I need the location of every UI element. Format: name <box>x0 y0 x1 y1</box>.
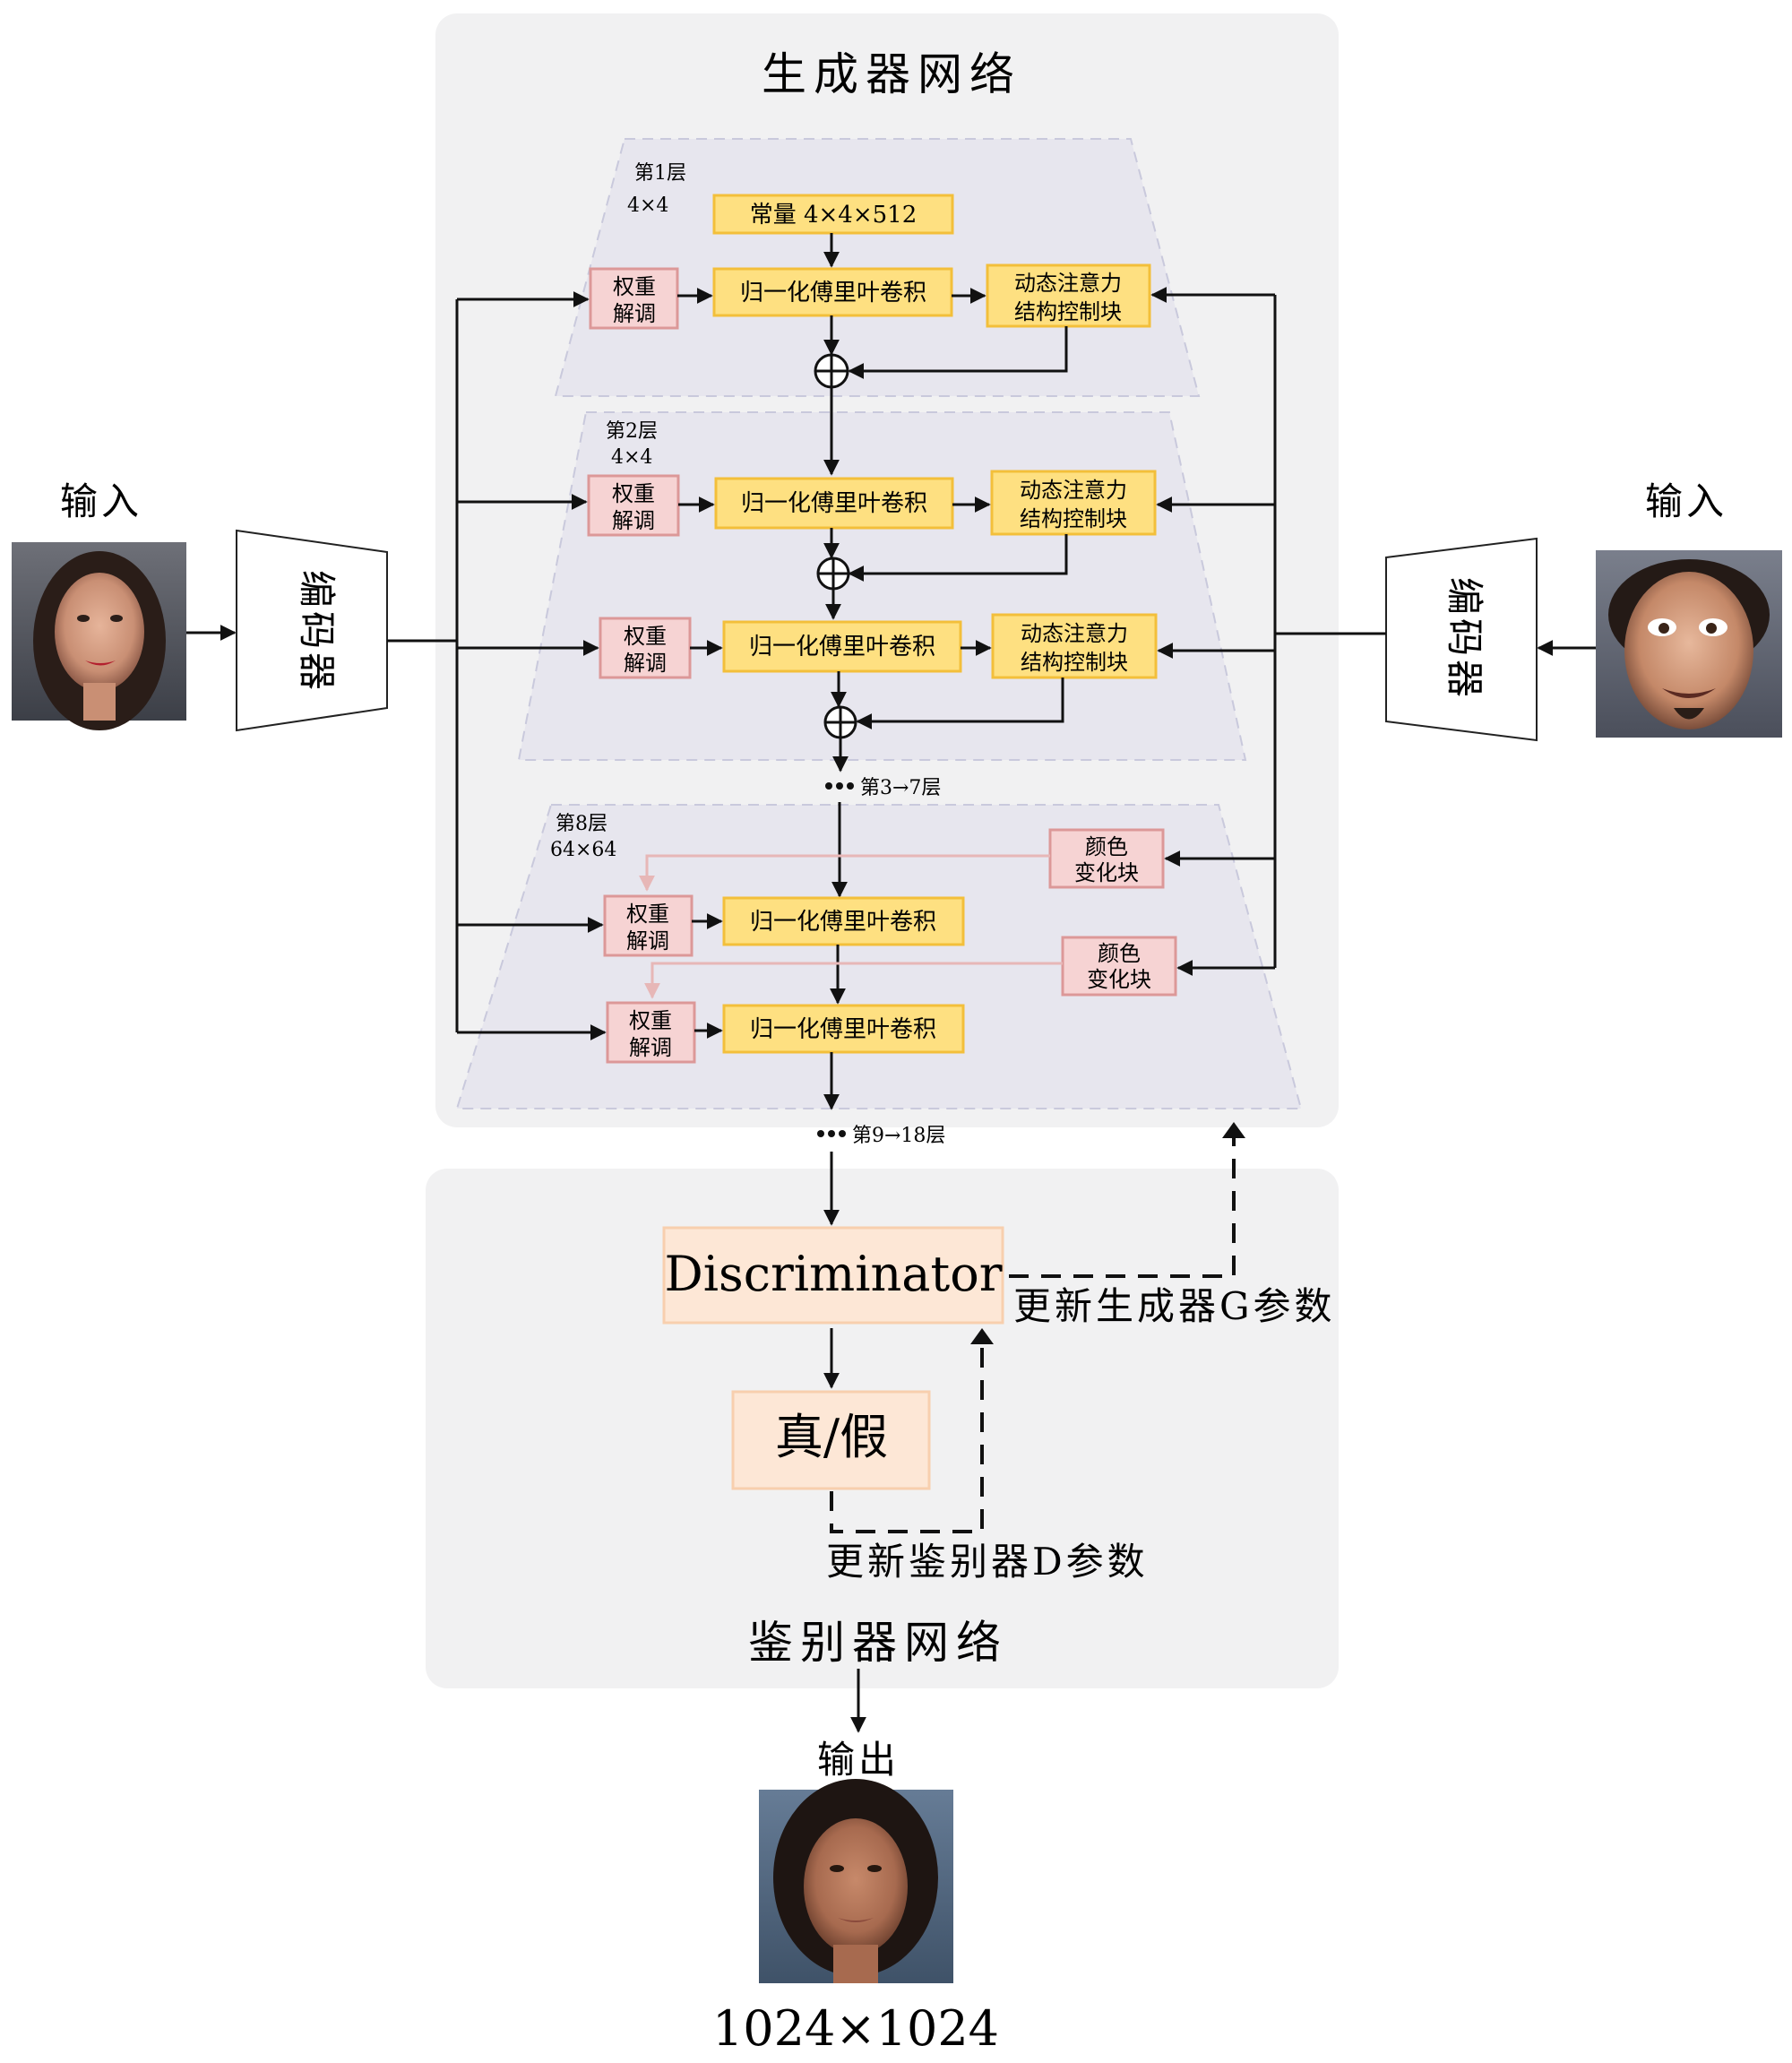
structure-label: 结构控制块 <box>1020 506 1127 531</box>
demod-label: 解调 <box>629 1035 672 1060</box>
ellipsis-dots-1 <box>825 782 854 790</box>
fourier-conv-label: 归一化傅里叶卷积 <box>749 634 935 660</box>
weight-demod-block-2 <box>587 474 680 537</box>
layer8-size: 64×64 <box>550 839 616 861</box>
ellipsis-dots-2 <box>817 1130 846 1137</box>
fourier-conv-block-2 <box>714 477 954 530</box>
discriminator-label: Discriminator <box>664 1246 1002 1302</box>
layer2-name: 第2层 <box>606 420 658 443</box>
update-g-path <box>1009 1136 1236 1278</box>
fourier-conv-block-4 <box>722 896 965 946</box>
attention-label: 动态注意力 <box>1021 621 1128 646</box>
fourier-conv-label: 归一化傅里叶卷积 <box>741 490 927 517</box>
weight-label: 权重 <box>613 274 656 299</box>
encoder-left-label: 编码器 <box>295 570 339 694</box>
encoder-right-label: 编码器 <box>1443 577 1486 701</box>
weight-demod-block-4 <box>603 894 694 957</box>
real-fake-label: 真/假 <box>775 1409 888 1465</box>
left-input-label: 输入 <box>60 479 142 523</box>
update-d-arrowhead <box>970 1328 994 1344</box>
weight-label: 权重 <box>624 624 667 649</box>
attention-block-3 <box>991 613 1158 679</box>
update-g-arrowhead <box>1222 1122 1245 1138</box>
layers-9-18-label: 第9→18层 <box>852 1125 945 1147</box>
color-block-2 <box>1061 936 1177 997</box>
demod-label: 解调 <box>613 301 656 326</box>
demod-label: 解调 <box>626 928 669 954</box>
arrow-attn1-add1 <box>848 326 1068 379</box>
update-d-path <box>830 1342 984 1533</box>
encoder-left <box>236 529 388 732</box>
add-node-2 <box>816 557 850 591</box>
layers-3-7-label: 第3→7层 <box>860 777 941 799</box>
attention-block-1 <box>986 263 1151 328</box>
attention-label: 动态注意力 <box>1020 478 1127 503</box>
discriminator-block <box>662 1226 1004 1325</box>
constant-label: 常量 4×4×512 <box>750 202 918 229</box>
arrow-color1-weight <box>639 854 1050 892</box>
real-fake-block <box>731 1390 931 1490</box>
layer8-name: 第8层 <box>556 813 607 835</box>
fourier-conv-label: 归一化傅里叶卷积 <box>740 280 926 306</box>
fourier-conv-block-5 <box>722 1004 965 1054</box>
color-label: 颜色 <box>1085 834 1128 859</box>
weight-demod-block-5 <box>606 1001 696 1064</box>
weight-label: 权重 <box>629 1008 672 1033</box>
arrow-attn3-add3 <box>856 678 1064 729</box>
structure-label: 结构控制块 <box>1021 650 1128 675</box>
add-node-3 <box>823 705 857 739</box>
weight-label: 权重 <box>612 481 655 506</box>
encoder-right <box>1385 537 1538 742</box>
change-label: 变化块 <box>1074 860 1139 885</box>
left-input-face-image <box>12 542 186 730</box>
weight-label: 权重 <box>626 902 669 927</box>
attention-label: 动态注意力 <box>1014 271 1122 296</box>
layer1-name: 第1层 <box>634 162 686 185</box>
discriminator-title: 鉴别器网络 <box>748 1617 1008 1669</box>
color-label: 颜色 <box>1098 941 1141 966</box>
weight-demod-block-3 <box>599 617 692 679</box>
arrow-attn2-add2 <box>848 534 1068 582</box>
right-input-face-image <box>1596 550 1782 738</box>
update-d-label: 更新鉴别器D参数 <box>826 1540 1149 1584</box>
layer1-size: 4×4 <box>627 194 668 217</box>
constant-block <box>712 194 954 235</box>
change-label: 变化块 <box>1087 967 1151 992</box>
output-face-image <box>759 1779 953 1983</box>
output-label: 输出 <box>817 1738 900 1782</box>
fourier-conv-block-3 <box>722 620 962 673</box>
output-resolution: 1024×1024 <box>712 2000 999 2057</box>
right-input-label: 输入 <box>1645 479 1727 523</box>
add-node-1 <box>814 353 849 389</box>
weight-demod-block-1 <box>589 267 679 330</box>
fourier-conv-label: 归一化傅里叶卷积 <box>750 909 936 936</box>
structure-label: 结构控制块 <box>1014 299 1122 324</box>
update-g-label: 更新生成器G参数 <box>1013 1284 1336 1328</box>
attention-block-2 <box>990 470 1157 536</box>
layer2-size: 4×4 <box>611 446 652 469</box>
arrow-color2-weight <box>644 962 1063 999</box>
fourier-conv-label: 归一化傅里叶卷积 <box>750 1016 936 1043</box>
demod-label: 解调 <box>624 651 667 676</box>
color-block-1 <box>1048 828 1165 889</box>
generator-title: 生成器网络 <box>762 48 1021 100</box>
demod-label: 解调 <box>612 508 655 533</box>
